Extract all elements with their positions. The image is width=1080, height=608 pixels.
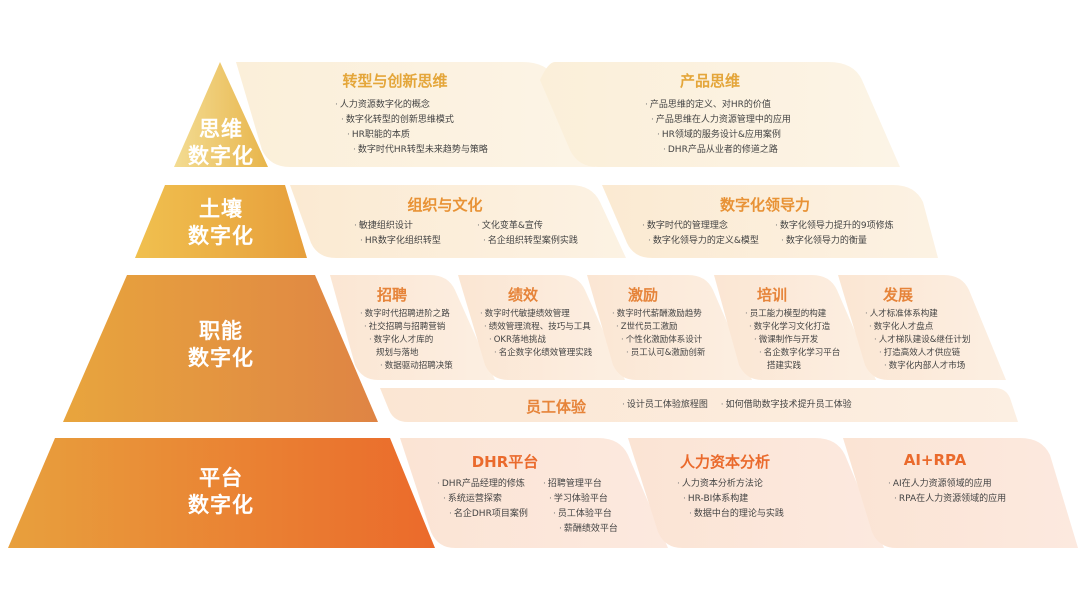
tier-1-label-line1: 思维 <box>199 117 243 141</box>
list-item: 打造高效人才供应链 <box>879 347 970 360</box>
list-item: 人才梯队建设&继任计划 <box>874 334 971 347</box>
list-item: Z世代员工激励 <box>616 321 705 334</box>
tier-3-cell-2-title: 绩效 <box>507 286 538 304</box>
tier-2-label-line2: 数字化 <box>188 224 254 248</box>
list-item: 数字时代的管理理念 <box>642 219 759 234</box>
tier-4-panel-1-title: DHR平台 <box>471 453 539 471</box>
tier-3-cell-1-title: 招聘 <box>376 286 407 304</box>
tier-3-bar-title: 员工体验 <box>525 398 586 416</box>
tier-3-cell-5-items: 人才标准体系构建 数字化人才盘点 人才梯队建设&继任计划 打造高效人才供应链 数… <box>865 308 971 373</box>
tier-2-panel-2-title: 数字化领导力 <box>719 196 810 214</box>
tier-3-bar-shape <box>380 388 1018 422</box>
list-item: 名企数字化学习平台 <box>759 347 841 360</box>
tier-4-label-line2: 数字化 <box>188 493 254 517</box>
list-item: 人力资本分析方法论 <box>677 477 784 492</box>
list-item: 数字化学习文化打造 <box>749 321 840 334</box>
list-item: 薪酬绩效平台 <box>559 522 618 537</box>
list-item: 数字化内部人才市场 <box>884 360 970 373</box>
tier-3-cell-5-title: 发展 <box>882 286 913 304</box>
tier-4-label: 平台 数字化 <box>180 465 262 519</box>
list-item: 名企组织转型案例实践 <box>483 234 578 249</box>
tier-4-panel-3-items: AI在人力资源领域的应用 RPA在人力资源领域的应用 <box>888 477 1006 507</box>
list-item: 员工认可&激励创新 <box>626 347 706 360</box>
tier-2-panel-1-items-col2: 文化变革&宣传 名企组织转型案例实践 <box>477 219 578 249</box>
list-item: 数字化人才盘点 <box>869 321 970 334</box>
tier-4-panel-1-items-col1: DHR产品经理的修炼 系统运营探索 名企DHR项目案例 <box>437 477 528 522</box>
list-item: 招聘管理平台 <box>543 477 618 492</box>
tier-3-cell-4-items: 员工能力模型的构建 数字化学习文化打造 微课制作与开发 名企数字化学习平台 搭建… <box>745 308 841 373</box>
list-item: 数据中台的理论与实践 <box>689 507 784 522</box>
tier-1-panel-2-title: 产品思维 <box>679 72 740 90</box>
tier-4-panel-2-title: 人力资本分析 <box>679 453 770 471</box>
list-item-continued: 规划与落地 <box>376 348 419 358</box>
list-item: 产品思维在人力资源管理中的应用 <box>651 113 791 128</box>
list-item: 敏捷组织设计 <box>354 219 441 234</box>
list-item: 员工能力模型的构建 <box>745 308 840 321</box>
list-item: 绩效管理流程、技巧与工具 <box>484 321 592 334</box>
list-item: 如何借助数字技术提升员工体验 <box>721 400 852 410</box>
list-item: 系统运营探索 <box>443 492 528 507</box>
list-item: 数字化转型的创新思维模式 <box>341 113 488 128</box>
tier-1-panel-1-title: 转型与创新思维 <box>342 72 448 90</box>
tier-2-label-line1: 土壤 <box>199 197 243 221</box>
tier-1-panel-2-items: 产品思维的定义、对HR的价值 产品思维在人力资源管理中的应用 HR领域的服务设计… <box>645 98 791 158</box>
tier-3-cell-3-title: 激励 <box>627 286 658 304</box>
tier-3-cell-4-title: 培训 <box>756 286 787 304</box>
list-item: 数字化人才库的 <box>369 334 453 347</box>
tier-3-label-line2: 数字化 <box>188 346 254 370</box>
tier-3-cell-2-items: 数字时代敏捷绩效管理 绩效管理流程、技巧与工具 OKR落地挑战 名企数字化绩效管… <box>480 308 593 360</box>
list-item: 文化变革&宣传 <box>477 219 578 234</box>
list-item: 人力资源数字化的概念 <box>335 98 488 113</box>
tier-4-panel-1-items-col2: 招聘管理平台 学习体验平台 员工体验平台 薪酬绩效平台 <box>543 477 618 537</box>
list-item: 人才标准体系构建 <box>865 308 970 321</box>
list-item: 数字时代薪酬激励趋势 <box>612 308 705 321</box>
list-item: DHR产品经理的修炼 <box>437 477 528 492</box>
tier-3-bar-items: 设计员工体验旅程图 如何借助数字技术提升员工体验 <box>622 398 852 413</box>
tier-2-label: 土壤 数字化 <box>180 196 262 250</box>
tier-1-panel-1-items: 人力资源数字化的概念 数字化转型的创新思维模式 HR职能的本质 数字时代HR转型… <box>335 98 488 158</box>
list-item: 员工体验平台 <box>553 507 618 522</box>
list-item: 个性化激励体系设计 <box>621 334 705 347</box>
list-item: 数据驱动招聘决策 <box>380 360 453 373</box>
list-item: OKR落地挑战 <box>489 334 592 347</box>
tier-2-shape <box>135 185 307 258</box>
list-item: 设计员工体验旅程图 <box>622 400 708 410</box>
tier-2-panel-1-items-col1: 敏捷组织设计 HR数字化组织转型 <box>354 219 441 249</box>
list-item: 社交招聘与招聘营销 <box>364 321 453 334</box>
tier-3-cell-1-items: 数字时代招聘进阶之路 社交招聘与招聘营销 数字化人才库的 规划与落地 数据驱动招… <box>360 308 453 373</box>
list-item-continued: 搭建实践 <box>767 361 802 371</box>
list-item: AI在人力资源领域的应用 <box>888 477 1006 492</box>
list-item: RPA在人力资源领域的应用 <box>894 492 1006 507</box>
tier-2-panel-2-items-col1: 数字时代的管理理念 数字化领导力的定义&模型 <box>642 219 759 249</box>
list-item: 学习体验平台 <box>549 492 618 507</box>
list-item: 名企DHR项目案例 <box>449 507 528 522</box>
list-item: 数字时代招聘进阶之路 <box>360 308 453 321</box>
tier-3-shape <box>63 275 378 422</box>
list-item: 数字化领导力的定义&模型 <box>648 234 759 249</box>
list-item: 数字时代敏捷绩效管理 <box>480 308 592 321</box>
list-item: HR领域的服务设计&应用案例 <box>657 128 791 143</box>
tier-4-shape <box>8 438 435 548</box>
list-item: DHR产品从业者的修道之路 <box>663 143 791 158</box>
tier-2-panel-2-items-col2: 数字化领导力提升的9项修炼 数字化领导力的衡量 <box>775 219 894 249</box>
tier-3-cell-3-items: 数字时代薪酬激励趋势 Z世代员工激励 个性化激励体系设计 员工认可&激励创新 <box>612 308 706 360</box>
list-item: 数字时代HR转型未来趋势与策略 <box>353 143 488 158</box>
tier-3-label: 职能 数字化 <box>180 318 262 372</box>
tier-4-label-line1: 平台 <box>199 466 243 490</box>
tier-3-label-line1: 职能 <box>199 319 243 343</box>
list-item: 微课制作与开发 <box>754 334 840 347</box>
tier-1-label-line2: 数字化 <box>188 144 254 168</box>
list-item: 数字化领导力提升的9项修炼 <box>775 219 894 234</box>
list-item: 名企数字化绩效管理实践 <box>494 347 593 360</box>
list-item: 数字化领导力的衡量 <box>781 234 894 249</box>
tier-1-shape <box>174 62 268 167</box>
tier-2-panel-1-title: 组织与文化 <box>407 196 483 214</box>
list-item: HR职能的本质 <box>347 128 488 143</box>
list-item: 产品思维的定义、对HR的价值 <box>645 98 791 113</box>
list-item: HR数字化组织转型 <box>360 234 441 249</box>
list-item: HR-BI体系构建 <box>683 492 784 507</box>
tier-4-panel-2-items: 人力资本分析方法论 HR-BI体系构建 数据中台的理论与实践 <box>677 477 784 522</box>
tier-4-panel-3-title: AI+RPA <box>903 451 967 469</box>
tier-1-label: 思维 数字化 <box>180 116 262 170</box>
